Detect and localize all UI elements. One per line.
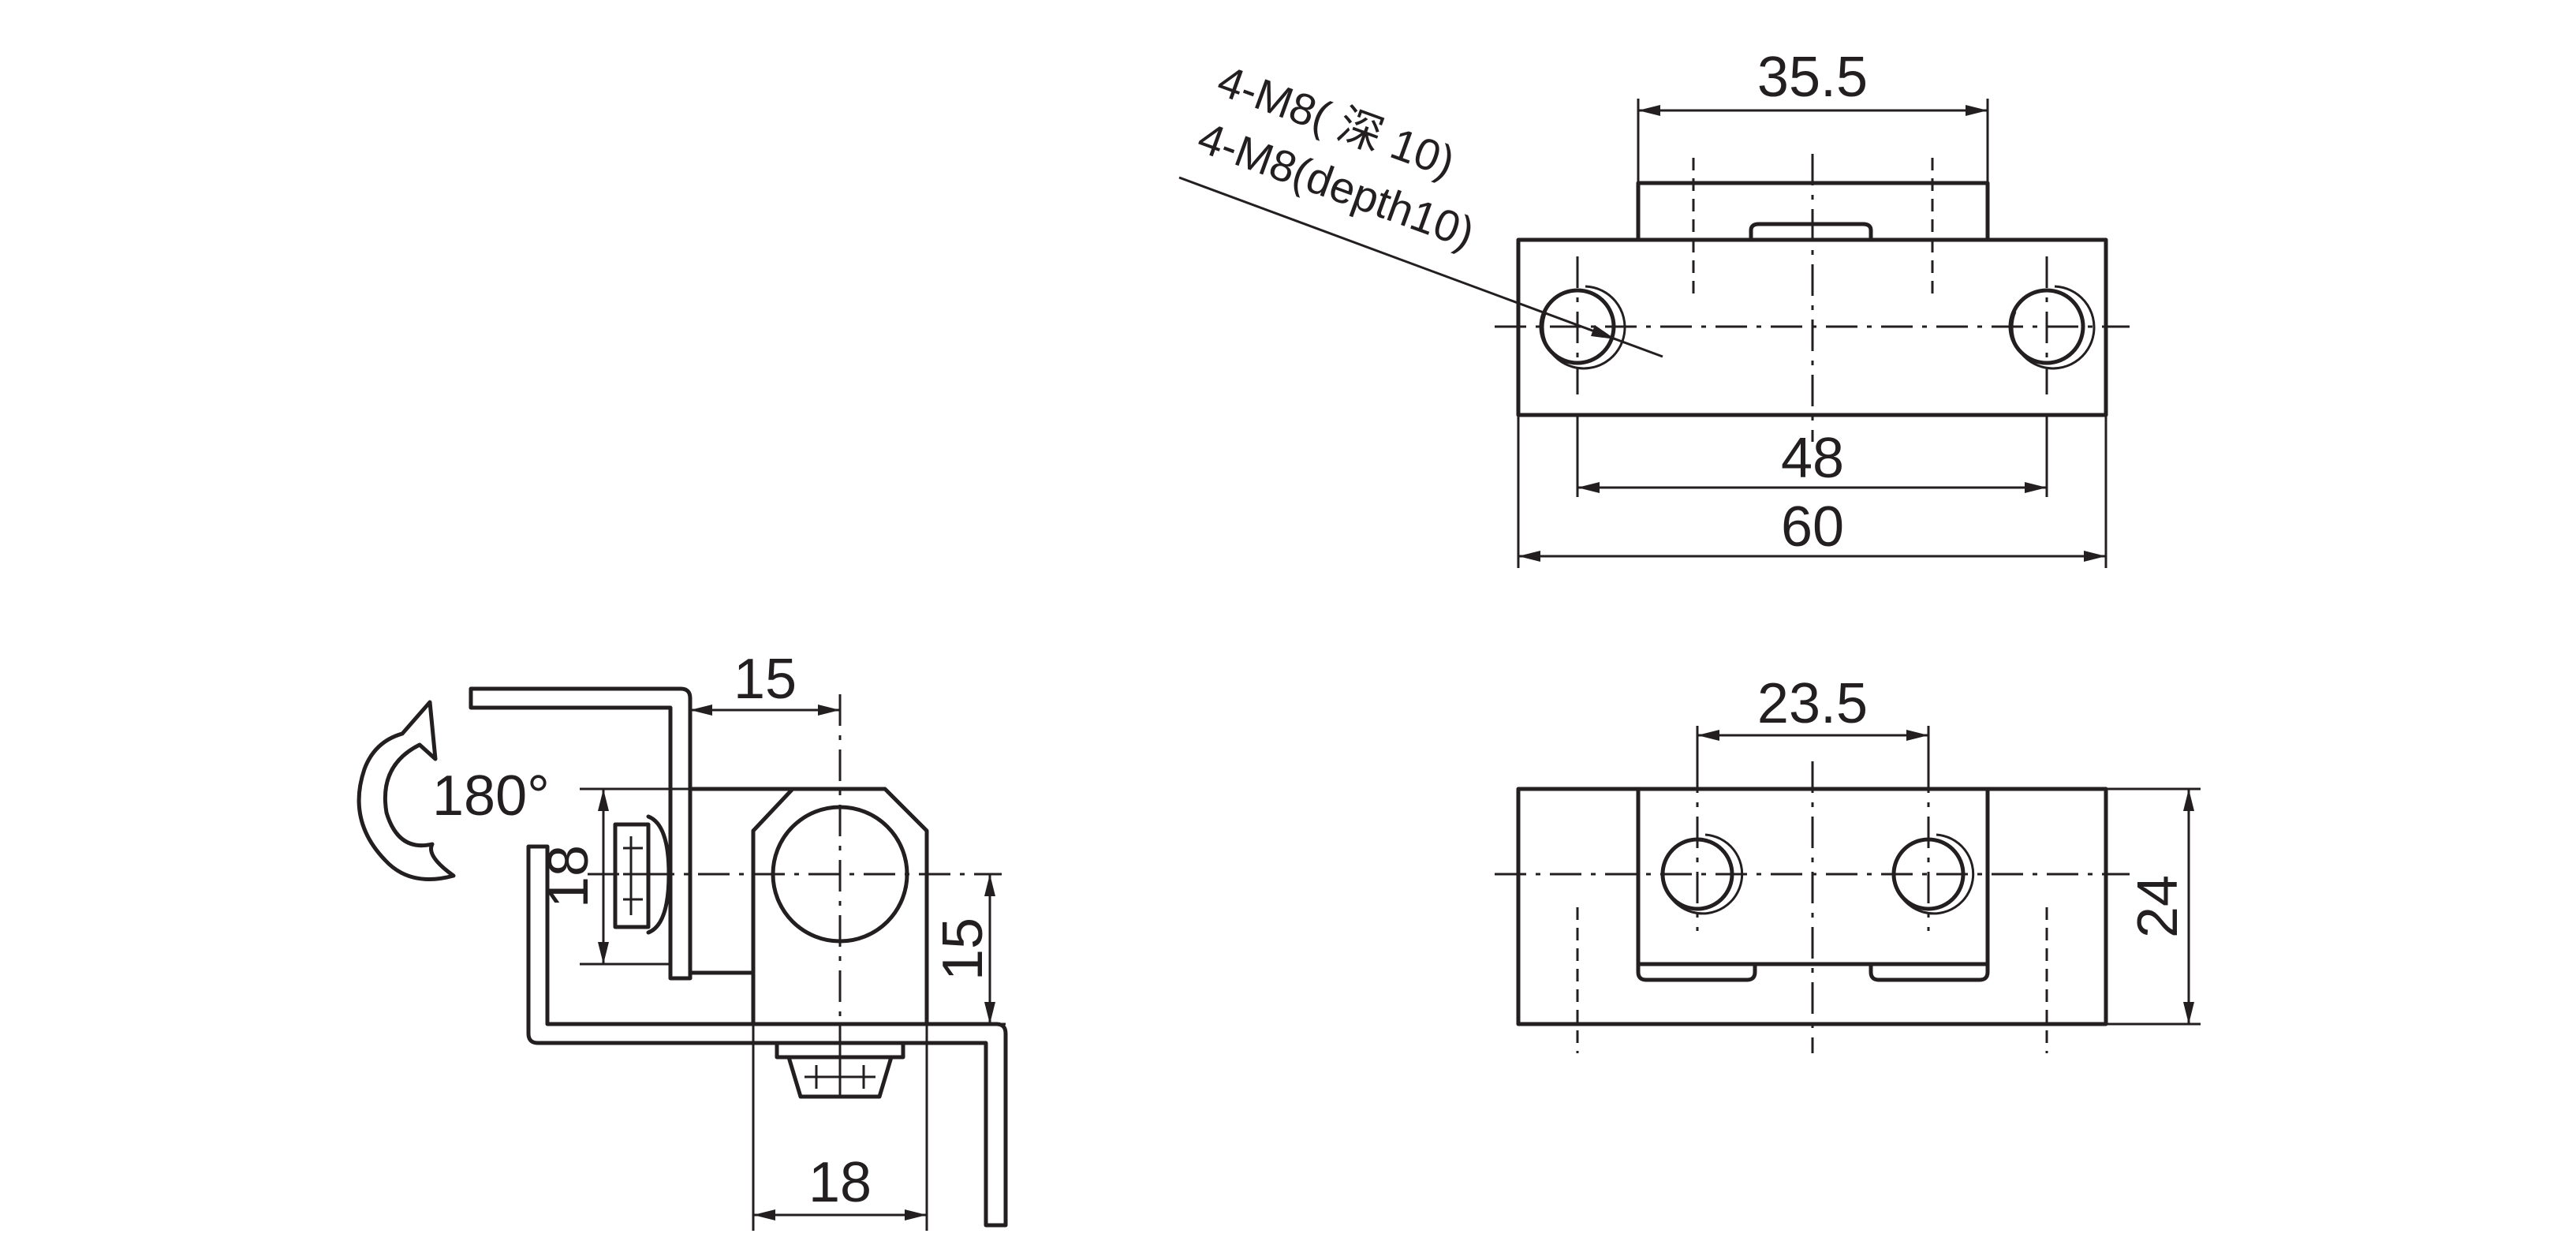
side-screw-head <box>613 822 651 929</box>
front-view-slot <box>1636 962 1757 982</box>
dimension-label: 60 <box>1781 495 1844 559</box>
bottom-screw-slot <box>805 1057 875 1097</box>
side-view: 15 18 15 18 180° <box>357 648 1008 1231</box>
dimension-label: 15 <box>734 648 797 711</box>
arrowhead <box>818 705 840 716</box>
arrowhead <box>1966 105 1988 116</box>
top-view: 35.5 48 60 4-M8( 深 10) 4-M8(depth10) <box>1178 46 2130 568</box>
dimension-label: 24 <box>2126 875 2190 938</box>
arrowhead <box>2183 1002 2194 1024</box>
dimension-label: 23.5 <box>1757 672 1868 735</box>
thread-arc <box>1662 833 1744 915</box>
side-screw-slot <box>623 836 643 915</box>
rotation-arrow-icon <box>357 700 456 881</box>
arrowhead <box>598 789 609 811</box>
arrowhead <box>753 1209 775 1220</box>
thread-arc <box>2010 285 2096 370</box>
side-screw-washer <box>646 814 671 935</box>
dimension-label: 15 <box>931 918 995 981</box>
front-view: 23.5 24 <box>1495 672 2201 1053</box>
thread-arc <box>1893 833 1975 915</box>
thread-arc <box>1541 285 1626 370</box>
arrowhead <box>2183 789 2194 811</box>
front-view-slot <box>1869 962 1990 982</box>
top-view-slot <box>1749 222 1873 242</box>
arrowhead <box>1577 482 1600 493</box>
arrowhead <box>1906 730 1928 741</box>
arrowhead <box>2084 551 2106 562</box>
arrowhead <box>1638 105 1660 116</box>
arrowhead <box>598 942 609 964</box>
arrowhead <box>2025 482 2047 493</box>
leader-line <box>1178 176 1663 358</box>
dimension-label: 18 <box>808 1151 872 1214</box>
arrowhead <box>1518 551 1540 562</box>
hinge-body <box>688 787 929 1026</box>
rotation-angle-label: 180° <box>432 764 550 828</box>
dimension-label: 48 <box>1781 427 1844 490</box>
front-view-inner-block <box>1636 787 1990 966</box>
threaded-hole <box>1539 288 1616 365</box>
upper-plate <box>469 686 693 981</box>
arrowhead <box>905 1209 927 1220</box>
dimension-label: 35.5 <box>1757 46 1868 109</box>
arrowhead <box>984 1002 995 1024</box>
arrowhead <box>984 874 995 896</box>
threaded-hole <box>2008 288 2085 365</box>
leader-arrowhead <box>1591 325 1615 339</box>
dimension-label: 18 <box>537 845 600 908</box>
arrowhead <box>690 705 712 716</box>
arrowhead <box>1697 730 1719 741</box>
